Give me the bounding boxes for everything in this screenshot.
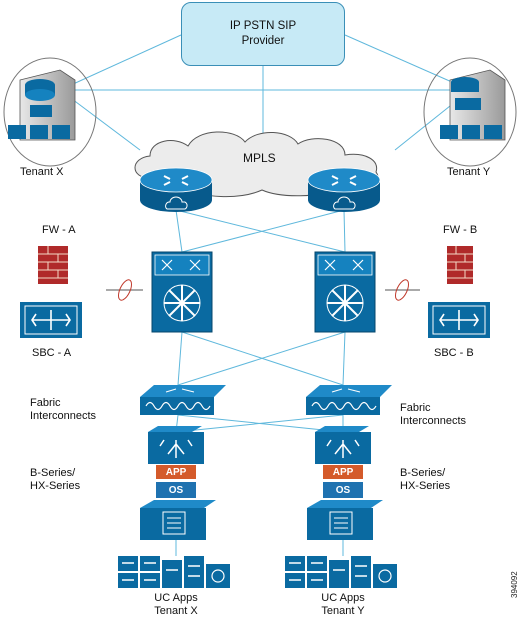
link-marker-right: [395, 279, 409, 301]
firewall-left-icon: [38, 246, 68, 284]
sbc-b-label: SBC - B: [434, 347, 474, 359]
uc-apps-line1: UC Apps: [321, 592, 365, 604]
link-marker-left: [118, 279, 132, 301]
fw-b-label: FW - B: [443, 224, 478, 236]
fabric-interconnects-label-left: Fabric Interconnects: [30, 397, 96, 423]
uc-apps-line2: Tenant X: [154, 605, 198, 617]
firewall-right-icon: [447, 246, 473, 284]
router-right-icon: [307, 167, 381, 212]
ip-pstn-sip-provider: IP PSTN SIP Provider: [181, 2, 345, 66]
servers-label-right: B-Series/ HX-Series: [400, 467, 450, 493]
servers-label-line1: B-Series/: [400, 467, 446, 479]
fabric-label-line2: Interconnects: [30, 410, 97, 422]
fabric-label-line1: Fabric: [400, 402, 431, 414]
uc-apps-left-icon: [118, 556, 230, 588]
core-switch-left-icon: [151, 251, 213, 333]
servers-label-line2: HX-Series: [30, 480, 81, 492]
uc-apps-line1: UC Apps: [154, 592, 198, 604]
servers-label-left: B-Series/ HX-Series: [30, 467, 80, 493]
fabric-interconnect-left-icon: [140, 385, 226, 415]
server-right-icon: [307, 426, 383, 540]
servers-label-line1: B-Series/: [30, 467, 76, 479]
app-label-left: APP: [165, 467, 187, 478]
sbc-left-icon: [20, 302, 82, 338]
uc-apps-right-icon: [285, 556, 397, 588]
os-label-left: OS: [168, 485, 184, 496]
provider-line1: IP PSTN SIP: [229, 20, 297, 32]
mpls-label: MPLS: [243, 151, 276, 165]
fabric-interconnect-right-icon: [306, 385, 392, 415]
provider-line2: Provider: [241, 35, 285, 47]
fabric-interconnects-label-right: Fabric Interconnects: [400, 402, 466, 428]
sbc-a-label: SBC - A: [32, 347, 72, 359]
router-left-icon: [139, 167, 213, 212]
tenant-y-label: Tenant Y: [447, 166, 491, 178]
tenant-y-building-icon: [423, 57, 517, 167]
uc-apps-tenant-y-label: UC Apps Tenant Y: [313, 592, 373, 618]
fabric-label-line1: Fabric: [30, 397, 61, 409]
tenant-x-building-icon: [3, 57, 97, 167]
sbc-right-icon: [428, 302, 490, 338]
server-left-icon: [140, 426, 216, 540]
servers-label-line2: HX-Series: [400, 480, 451, 492]
figure-code: 394092: [510, 571, 519, 598]
tenant-x-label: Tenant X: [20, 166, 64, 178]
os-label-right: OS: [335, 485, 351, 496]
uc-apps-tenant-x-label: UC Apps Tenant X: [146, 592, 206, 618]
fabric-label-line2: Interconnects: [400, 415, 467, 427]
fw-a-label: FW - A: [42, 224, 76, 236]
app-label-right: APP: [332, 467, 354, 478]
uc-apps-line2: Tenant Y: [321, 605, 365, 617]
core-switch-right-icon: [314, 251, 376, 333]
